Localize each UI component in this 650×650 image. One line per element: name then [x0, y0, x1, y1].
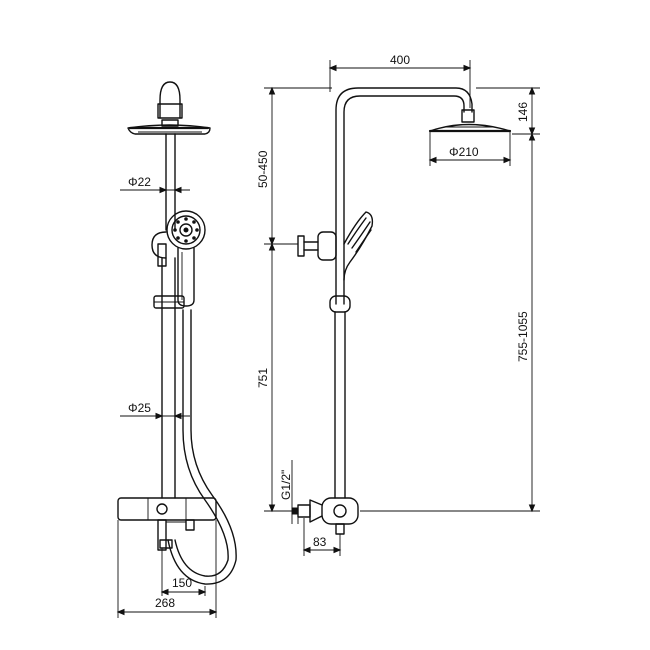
- dim-slide-range: 50-450: [256, 86, 332, 246]
- dim-riser-diameter: Φ22: [120, 175, 190, 194]
- front-view: Φ22 Φ25 150 268: [116, 81, 237, 618]
- dim-slider-height: 751: [256, 242, 292, 513]
- dim-arm-length: 400: [328, 53, 472, 108]
- arm-length-label: 400: [390, 53, 410, 67]
- dim-total-height: 755-1055: [360, 132, 540, 513]
- dim-mixer-width: 268: [116, 520, 218, 618]
- head-diameter-label: Φ210: [449, 145, 479, 159]
- hand-shower-side: [343, 211, 374, 281]
- riser-and-arm-side: [335, 87, 473, 305]
- wall-bracket-side: [297, 231, 337, 261]
- inlet-depth-label: 83: [313, 535, 327, 549]
- dim-head-height: 146: [476, 86, 540, 136]
- bar-diameter-label: Φ25: [128, 401, 151, 415]
- dim-bar-diameter: Φ25: [120, 401, 190, 420]
- mixer-body-front: [117, 497, 217, 551]
- head-height-label: 146: [516, 102, 530, 122]
- slider-height-label: 751: [256, 368, 270, 388]
- riser-diameter-label: Φ22: [128, 175, 151, 189]
- center-distance-label: 150: [172, 576, 192, 590]
- total-height-label: 755-1055: [516, 311, 530, 362]
- rain-shower-head-front: [127, 81, 211, 135]
- slide-bar-lower: [153, 257, 185, 499]
- mixer-width-label: 268: [155, 596, 175, 610]
- dim-head-diameter: Φ210: [428, 131, 512, 166]
- slide-holder-side: [329, 295, 351, 313]
- slide-range-label: 50-450: [256, 150, 270, 188]
- dim-inlet-thread: G1/2": [279, 460, 299, 524]
- rain-shower-head-side: [428, 109, 512, 133]
- slide-bar-side: [334, 311, 346, 499]
- flexible-hose: [167, 309, 237, 585]
- dim-inlet-depth: 83: [302, 518, 342, 556]
- inlet-thread-label: G1/2": [279, 470, 293, 500]
- hand-shower-front: [166, 210, 206, 307]
- wall-bracket-front: [151, 231, 167, 267]
- dim-center-distance: 150: [160, 548, 207, 596]
- mixer-body-side: [291, 497, 359, 535]
- side-view: 400 Φ210 146 755-1055: [256, 53, 540, 556]
